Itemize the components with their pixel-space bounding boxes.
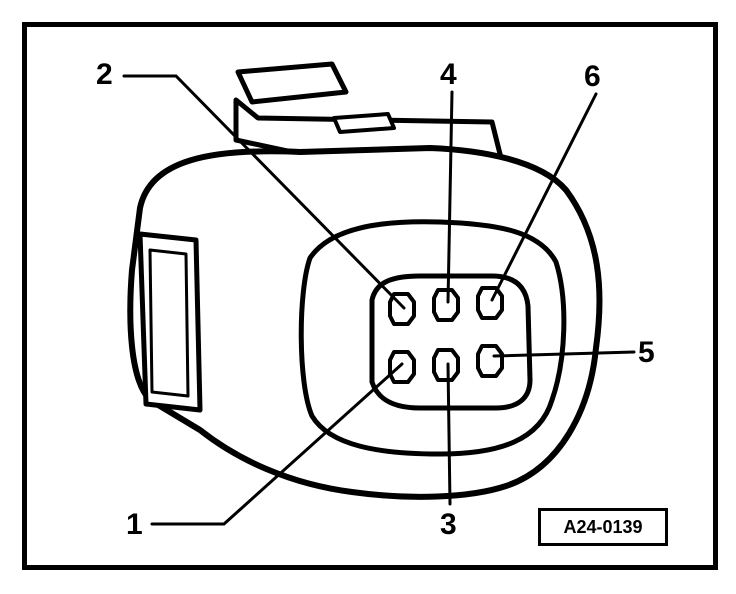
pin-cavity-1 <box>388 350 416 384</box>
pin-label-3: 3 <box>440 508 457 541</box>
leader-line-3 <box>446 362 452 506</box>
leader-line-4 <box>446 90 454 304</box>
leader-line-2 <box>122 74 406 310</box>
pin-label-6: 6 <box>584 60 601 93</box>
pin-label-4: 4 <box>440 58 457 91</box>
pin-cavity-5 <box>476 344 504 378</box>
latch-top <box>235 61 349 105</box>
pin-label-2: 2 <box>96 58 113 91</box>
pin-cavity-3 <box>432 348 460 382</box>
latch-slot <box>332 112 396 134</box>
leader-line-1 <box>150 362 404 526</box>
reference-label: A24-0139 <box>538 508 668 546</box>
pin-label-1: 1 <box>126 508 143 541</box>
leader-line-6 <box>490 92 598 302</box>
pin-label-5: 5 <box>638 336 655 369</box>
pin-cavity-4 <box>432 288 460 322</box>
pin-cavity-6 <box>476 286 504 320</box>
leader-line-5 <box>492 350 636 358</box>
side-clip-inner <box>148 248 190 398</box>
